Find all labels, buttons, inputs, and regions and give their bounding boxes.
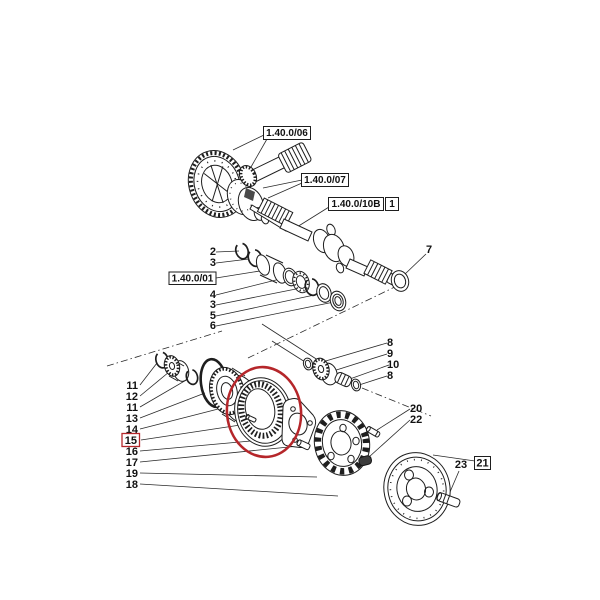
drawings xyxy=(154,142,461,526)
pinion-shaft-drawing xyxy=(238,142,312,188)
pin-17-drawing xyxy=(296,439,311,451)
part-number-6: 6 xyxy=(210,320,216,332)
ref-box-1.40.0-01[interactable]: 1.40.0/01 xyxy=(168,271,217,285)
highlight-circle xyxy=(225,365,303,459)
part-number-15[interactable]: 15 xyxy=(125,435,137,447)
part-number-19: 19 xyxy=(126,468,138,480)
part-number-16: 16 xyxy=(126,446,138,458)
part-number-10: 10 xyxy=(387,359,399,371)
ref-box-1.40.0-06[interactable]: 1.40.0/06 xyxy=(263,126,311,140)
ref-label-1.40.0-07[interactable]: 1.40.0/07 xyxy=(304,175,346,186)
hub-flange-drawing xyxy=(383,452,461,526)
ref-label-1.40.0-06[interactable]: 1.40.0/06 xyxy=(266,128,308,139)
ref-qty-1[interactable]: 1 xyxy=(389,199,395,210)
differential-carrier-drawing xyxy=(226,179,270,225)
part-number-8b: 8 xyxy=(387,370,393,382)
planetary-group-drawing xyxy=(154,351,371,476)
ref-label-1.40.0-10B[interactable]: 1.40.0/10B xyxy=(332,199,381,210)
plug-22-drawing xyxy=(358,455,373,467)
ref-box-1.40.0-10B[interactable]: 1.40.0/10B 1 xyxy=(328,197,399,211)
planet-gear-set-drawing xyxy=(302,357,362,392)
carrier-disc-drawing xyxy=(313,410,371,476)
stud-23-drawing xyxy=(436,492,461,508)
part-number-17: 17 xyxy=(126,457,138,469)
part-number-7: 7 xyxy=(426,244,432,256)
part-number-8: 8 xyxy=(387,337,393,349)
part-number-11b: 11 xyxy=(126,402,138,414)
part-number-5: 5 xyxy=(210,310,216,322)
highlighted-part-row-15[interactable]: 15 xyxy=(121,432,141,448)
bearing-group-drawing xyxy=(234,242,347,312)
part-number-23: 23 xyxy=(455,459,467,471)
ref-box-21[interactable]: 21 xyxy=(474,456,491,470)
axis-dash-lines xyxy=(106,282,432,417)
labels: 1.40.0/06 1.40.0/07 1.40.0/10B 1 1.40.0/… xyxy=(121,126,491,491)
leader-lines xyxy=(139,134,476,497)
pin-20-drawing xyxy=(365,426,381,438)
part-number-20: 20 xyxy=(410,403,422,415)
part-number-11: 11 xyxy=(126,380,138,392)
ref-label-1.40.0-01[interactable]: 1.40.0/01 xyxy=(172,274,214,285)
part-number-12: 12 xyxy=(126,391,138,403)
seal-ring-drawing xyxy=(390,270,410,292)
part-number-22: 22 xyxy=(410,414,422,426)
part-number-21[interactable]: 21 xyxy=(476,458,488,470)
axle-shaft-drawing xyxy=(256,197,398,286)
part-number-13: 13 xyxy=(126,413,138,425)
part-number-3: 3 xyxy=(210,257,216,269)
ref-box-1.40.0-07[interactable]: 1.40.0/07 xyxy=(301,173,349,187)
part-number-9: 9 xyxy=(387,348,393,360)
part-number-3b: 3 xyxy=(210,299,216,311)
part-number-18: 18 xyxy=(126,479,138,491)
part-number-2: 2 xyxy=(210,246,216,258)
part-number-4: 4 xyxy=(210,289,217,301)
